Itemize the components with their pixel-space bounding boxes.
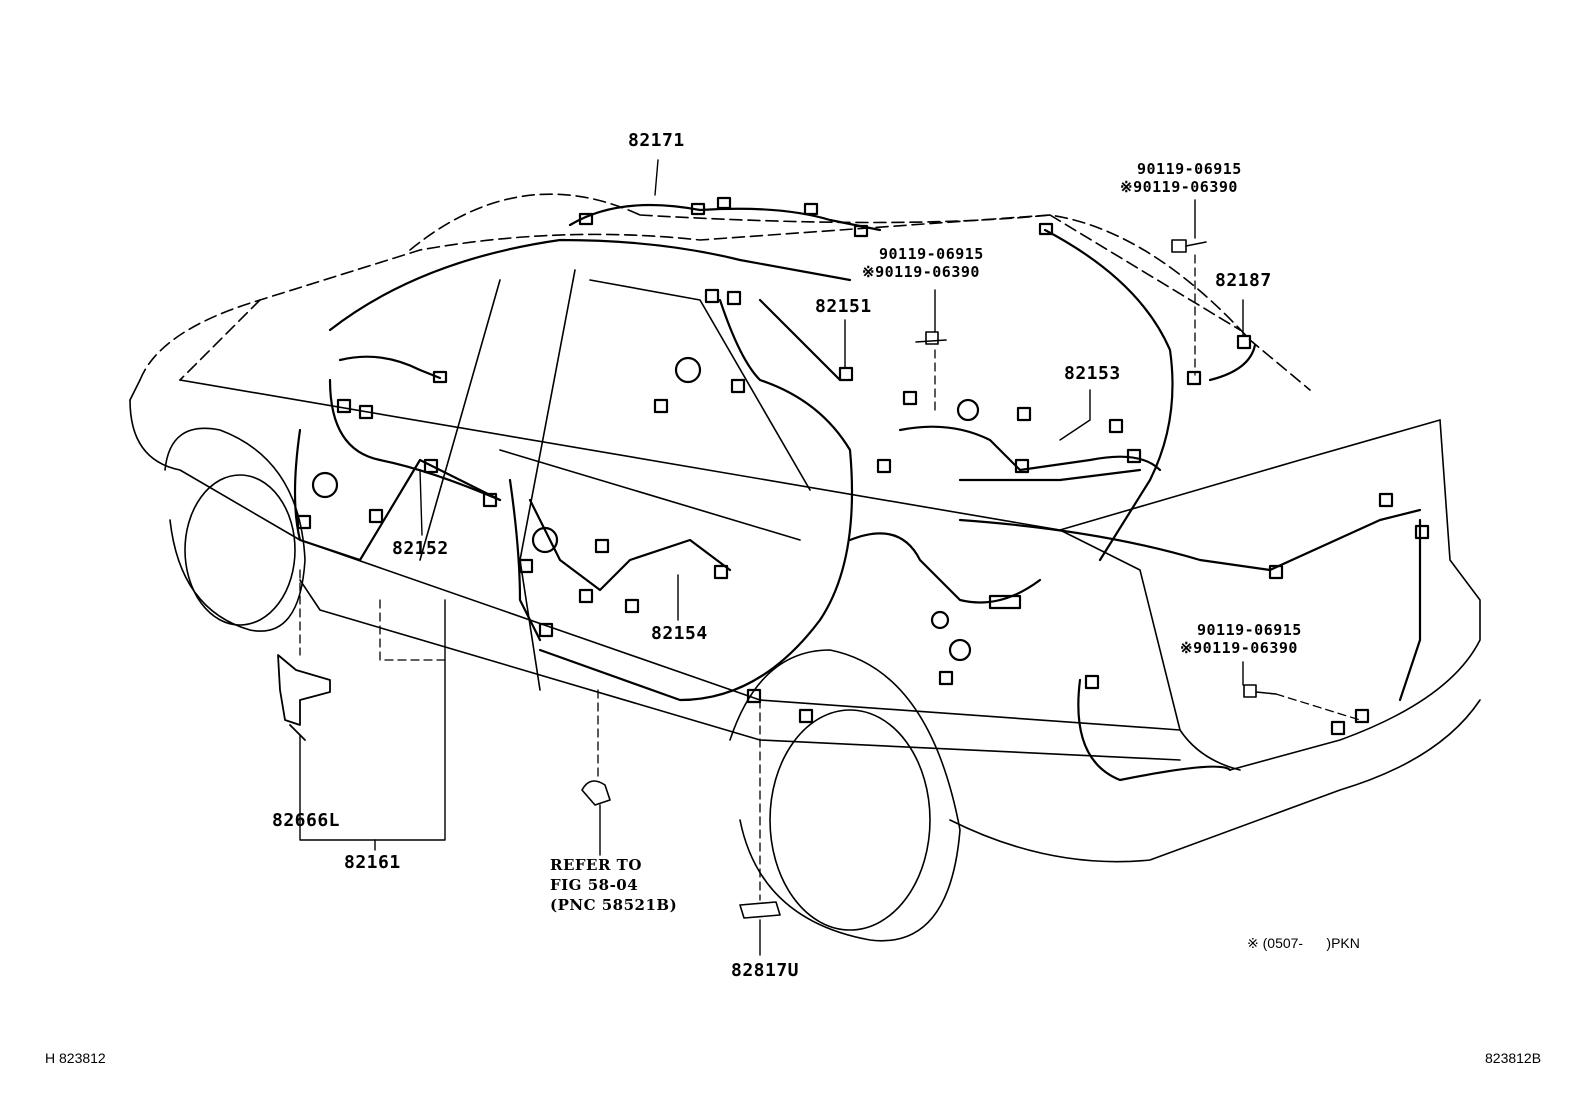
- bolt-icon-center: [915, 331, 947, 345]
- harness-82187: [1038, 222, 1257, 562]
- part-label-82161[interactable]: 82161: [344, 852, 401, 873]
- dashed-leaders: [299, 254, 1361, 901]
- footnote-symbol: ※: [1247, 935, 1259, 951]
- harness-center: [848, 532, 1042, 686]
- rear-wheel: [729, 649, 961, 942]
- leader-lines: [299, 159, 1244, 956]
- bolt-alt-part-number: ※90119-06390: [1120, 178, 1238, 196]
- reference-line-1: REFER TO: [550, 856, 642, 874]
- part-label-82151[interactable]: 82151: [815, 296, 872, 317]
- harness-82154: [508, 478, 732, 642]
- figure-code-left: H 823812: [45, 1050, 106, 1066]
- reference-line-3: (PNC 58521B): [550, 896, 678, 914]
- car-body-outline: [139, 193, 1311, 391]
- part-label-82152[interactable]: 82152: [392, 538, 449, 559]
- harness-82152: [293, 355, 502, 562]
- clip-82666l: [277, 654, 331, 741]
- part-label-82171[interactable]: 82171: [628, 130, 685, 151]
- bolt-callout-center[interactable]: 90119-06915 ※90119-06390: [862, 245, 984, 281]
- bolt-icon-trunk: [1243, 684, 1277, 698]
- part-label-82154[interactable]: 82154: [651, 623, 708, 644]
- harness-82151: [538, 288, 918, 724]
- bolt-callout-rear-roof[interactable]: 90119-06915 ※90119-06390: [1120, 160, 1242, 196]
- figure-code-right: 823812B: [1485, 1050, 1542, 1066]
- bolt-part-number: 90119-06915: [1197, 621, 1302, 639]
- footnote-text: (0507- )PKN: [1262, 935, 1360, 951]
- grommet-icon: [581, 780, 611, 806]
- part-label-82666l[interactable]: 82666L: [272, 810, 341, 831]
- harness-82171: [328, 196, 882, 332]
- reference-note[interactable]: REFER TO FIG 58-04 (PNC 58521B): [550, 855, 677, 915]
- bolt-alt-part-number: ※90119-06390: [862, 263, 980, 281]
- footnote: ※ (0507- )PKN: [1247, 935, 1360, 952]
- bolt-icon-rear-roof: [1171, 239, 1207, 253]
- car-body-solid: [129, 269, 1481, 863]
- bolt-alt-part-number: ※90119-06390: [1180, 639, 1298, 657]
- label-82817u-icon: [739, 901, 781, 919]
- reference-line-2: FIG 58-04: [550, 876, 639, 894]
- part-label-82817u[interactable]: 82817U: [731, 960, 800, 981]
- bolt-part-number: 90119-06915: [1137, 160, 1242, 178]
- part-label-82187[interactable]: 82187: [1215, 270, 1272, 291]
- bolt-callout-trunk[interactable]: 90119-06915 ※90119-06390: [1180, 621, 1302, 657]
- harness-82153: [898, 398, 1162, 482]
- bolt-part-number: 90119-06915: [879, 245, 984, 263]
- front-wheel: [164, 427, 306, 632]
- part-label-82153[interactable]: 82153: [1064, 363, 1121, 384]
